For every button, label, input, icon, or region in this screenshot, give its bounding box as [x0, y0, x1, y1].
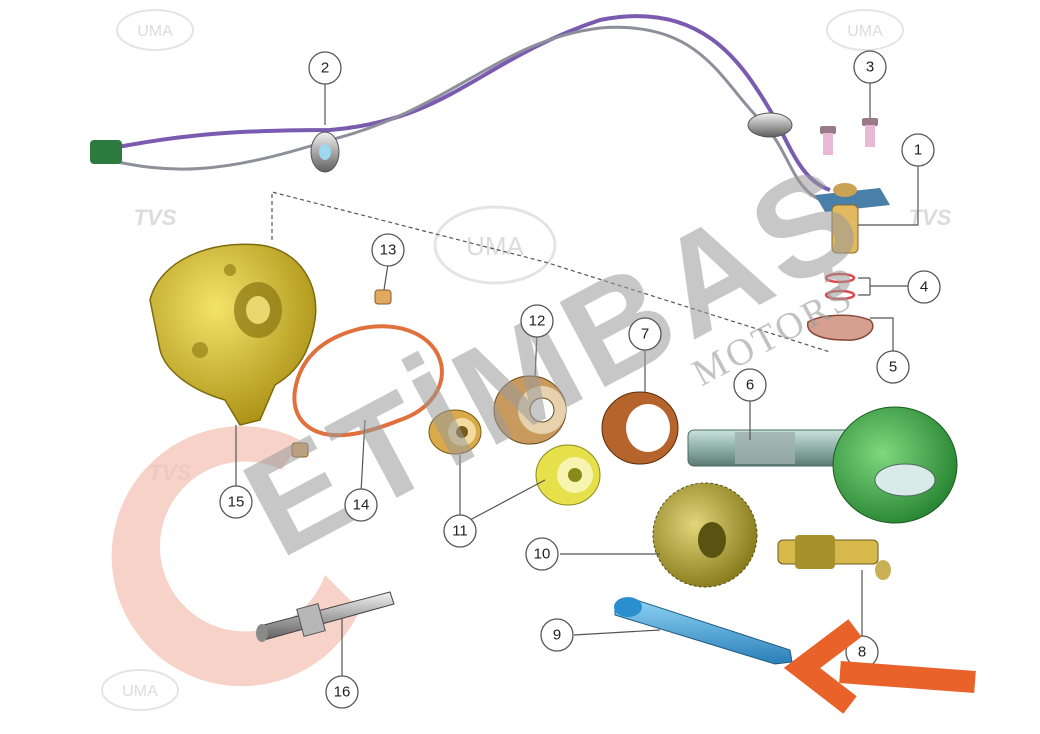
watermark-logo-uma-2: UMA — [847, 23, 883, 40]
svg-text:8: 8 — [858, 644, 866, 661]
svg-text:4: 4 — [920, 279, 928, 296]
screws — [820, 118, 878, 155]
callout-14: 14 — [344, 488, 378, 522]
harness-connector — [90, 140, 122, 164]
leader-lines — [235, 80, 919, 676]
cover-housing — [149, 243, 317, 426]
svg-text:6: 6 — [746, 377, 754, 394]
pinion-shaft — [777, 535, 891, 580]
callout-1: 1 — [901, 133, 935, 167]
svg-text:1: 1 — [914, 142, 922, 159]
dowel-pin-top — [374, 289, 392, 305]
driven-gear — [652, 482, 758, 588]
svg-text:10: 10 — [534, 546, 551, 563]
svg-text:5: 5 — [889, 359, 897, 376]
speed-sensor — [815, 183, 890, 254]
o-rings — [824, 272, 856, 301]
callout-5: 5 — [876, 350, 910, 384]
watermark-logo-uma: UMA — [137, 23, 173, 40]
kick-shaft — [256, 591, 395, 642]
callout-12: 12 — [520, 304, 554, 338]
watermark-logo-uma-3: UMA — [466, 231, 524, 261]
output-shaft — [614, 597, 793, 665]
sensor-gasket — [807, 314, 874, 341]
svg-text:11: 11 — [452, 523, 468, 540]
assembly-dashed-line — [271, 191, 831, 353]
svg-text:16: 16 — [334, 684, 351, 701]
svg-text:9: 9 — [553, 627, 561, 644]
svg-text:15: 15 — [228, 494, 245, 511]
oil-seal — [601, 391, 679, 465]
callout-9: 9 — [540, 618, 574, 652]
highlight-arrow — [783, 619, 976, 714]
callout-3: 3 — [853, 50, 887, 84]
wiring-harness — [90, 14, 831, 202]
watermark-brand-main: ETİMBAŞ — [220, 132, 887, 586]
svg-text:14: 14 — [353, 497, 370, 514]
callout-16: 16 — [325, 675, 359, 709]
cover-gasket — [292, 324, 444, 438]
callout-2: 2 — [308, 51, 342, 85]
svg-text:13: 13 — [380, 242, 397, 259]
callout-11: 11 — [443, 514, 477, 548]
svg-text:3: 3 — [866, 59, 874, 76]
main-shaft — [687, 406, 958, 524]
bearing-yellow — [535, 444, 601, 506]
bearing-large — [493, 375, 567, 445]
callout-15: 15 — [219, 485, 253, 519]
svg-text:7: 7 — [641, 326, 649, 343]
watermark-logo-tvs: TVS — [134, 205, 177, 230]
dowel-pin-bottom — [291, 442, 309, 458]
callout-10: 10 — [525, 537, 559, 571]
bearing-small-gold — [428, 409, 482, 455]
callout-7: 7 — [628, 317, 662, 351]
watermark-logo-uma-4: UMA — [122, 683, 158, 700]
callouts: 2 3 1 4 5 6 7 12 13 14 15 11 10 8 9 16 — [219, 50, 941, 709]
callout-6: 6 — [733, 368, 767, 402]
callout-13: 13 — [371, 233, 405, 267]
watermark-logo-tvs-2: TVS — [909, 205, 952, 230]
svg-text:12: 12 — [529, 313, 546, 330]
svg-text:2: 2 — [321, 60, 329, 77]
callout-4: 4 — [907, 270, 941, 304]
